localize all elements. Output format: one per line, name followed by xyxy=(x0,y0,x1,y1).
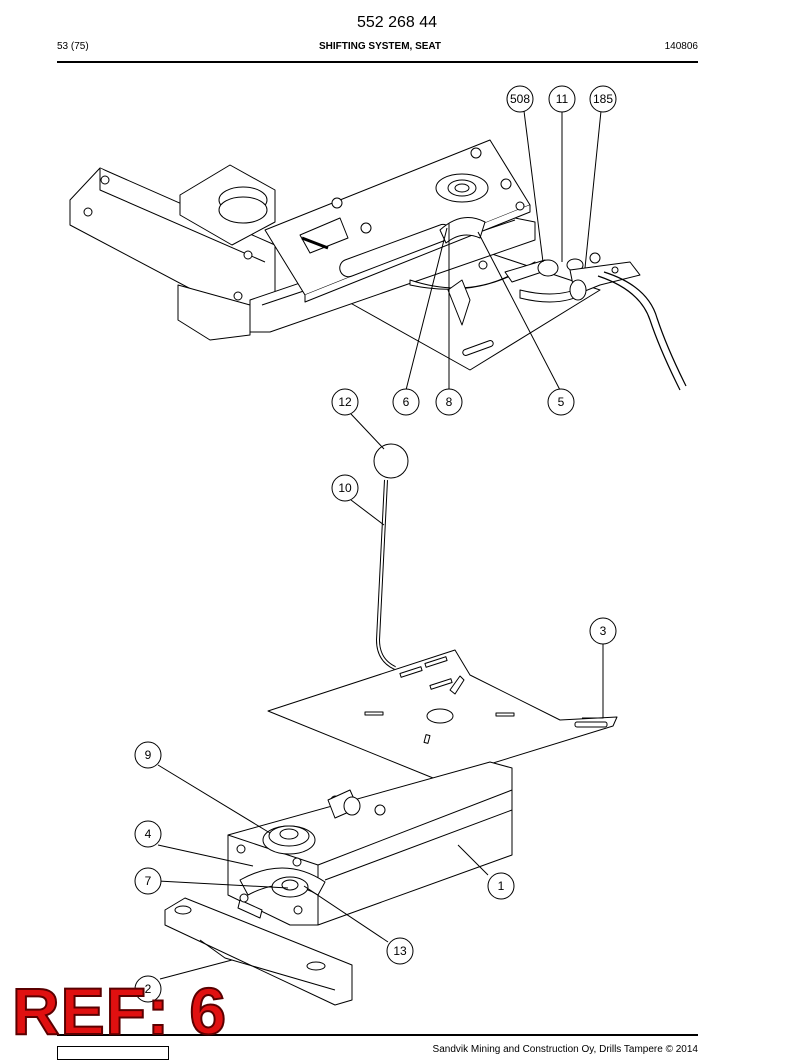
callouts: 508 11 185 6 8 5 12 10 3 9 4 7 1 13 2 xyxy=(134,85,617,1003)
ref-stamp: REF: 6 xyxy=(11,974,228,1048)
svg-text:11: 11 xyxy=(556,92,569,106)
svg-text:13: 13 xyxy=(393,944,407,958)
page-reference: 53 (75) xyxy=(57,41,89,52)
section-title: SHIFTING SYSTEM, SEAT xyxy=(318,41,442,52)
footer-copyright: Sandvik Mining and Construction Oy, Dril… xyxy=(432,1044,698,1055)
svg-text:10: 10 xyxy=(338,481,352,495)
lower-assembly xyxy=(164,761,513,1006)
callout-11: 11 xyxy=(548,85,576,113)
svg-text:4: 4 xyxy=(145,827,152,841)
callout-3: 3 xyxy=(589,617,617,645)
callout-1: 1 xyxy=(487,872,515,900)
callout-13: 13 xyxy=(386,937,414,965)
callout-7: 7 xyxy=(134,867,162,895)
svg-text:7: 7 xyxy=(145,874,152,888)
callout-508: 508 xyxy=(506,85,534,113)
svg-text:185: 185 xyxy=(593,92,613,106)
svg-text:508: 508 xyxy=(510,92,530,106)
callout-9: 9 xyxy=(134,741,162,769)
callout-4: 4 xyxy=(134,820,162,848)
company-logo xyxy=(57,1046,169,1060)
callout-2: 2 xyxy=(134,975,162,1003)
document-number: 552 268 44 xyxy=(356,14,438,31)
svg-text:8: 8 xyxy=(446,395,453,409)
svg-text:12: 12 xyxy=(338,395,352,409)
svg-text:1: 1 xyxy=(498,879,505,893)
gear-lever xyxy=(373,443,409,670)
svg-text:3: 3 xyxy=(600,624,607,638)
upper-assembly xyxy=(69,139,641,371)
callout-12: 12 xyxy=(331,388,359,416)
callout-10: 10 xyxy=(331,474,359,502)
header-rule xyxy=(57,61,698,63)
svg-text:9: 9 xyxy=(145,748,152,762)
callout-5: 5 xyxy=(547,388,575,416)
footer-rule xyxy=(57,1034,698,1036)
seat-plate xyxy=(267,649,618,781)
callout-8: 8 xyxy=(435,388,463,416)
document-date: 140806 xyxy=(664,41,698,52)
callout-185: 185 xyxy=(589,85,617,113)
callout-6: 6 xyxy=(392,388,420,416)
svg-text:5: 5 xyxy=(558,395,565,409)
svg-text:6: 6 xyxy=(403,395,410,409)
svg-text:2: 2 xyxy=(145,982,152,996)
leader-lines xyxy=(157,110,604,980)
